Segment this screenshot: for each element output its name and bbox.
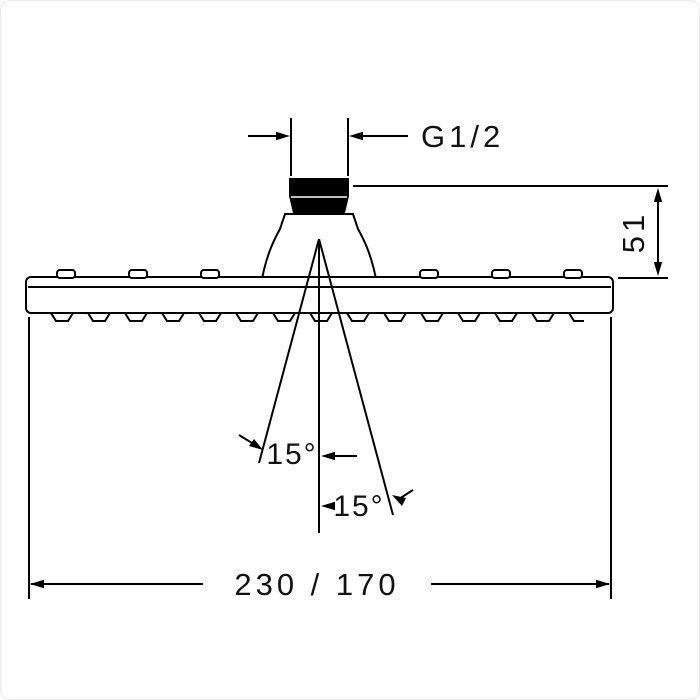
plate-screw <box>419 269 439 279</box>
arrowhead <box>249 439 263 450</box>
plate-screw <box>563 269 583 279</box>
arrowhead <box>653 262 663 276</box>
arrowhead <box>321 451 335 461</box>
arrowhead <box>653 188 663 202</box>
dimension-thread: G1/2 <box>248 118 504 176</box>
dimension-width: 230 / 170 <box>28 317 612 602</box>
arrowhead <box>349 131 363 141</box>
angle-annotation-left: 15° <box>238 434 357 471</box>
angle-annotation-right: 15° <box>321 489 414 523</box>
arrowhead <box>30 579 44 589</box>
angle-right-label: 15° <box>333 490 384 523</box>
left-spray-line <box>258 238 320 464</box>
arrowhead <box>321 501 335 511</box>
height-label: 51 <box>616 211 651 253</box>
spray-angle-lines <box>258 238 394 533</box>
thread-size-label: G1/2 <box>421 119 504 154</box>
leader-line <box>238 434 253 444</box>
plate-screw <box>128 269 148 279</box>
plate-screw <box>200 269 220 279</box>
angle-left-label: 15° <box>266 438 317 471</box>
thread-connector <box>289 178 349 213</box>
plate-screw <box>56 269 76 279</box>
spray-nozzles <box>47 313 584 323</box>
arrowhead <box>392 495 406 506</box>
arrowhead <box>276 131 290 141</box>
dimension-height: 51 <box>353 185 668 279</box>
arrowhead <box>596 579 610 589</box>
plate-screw <box>491 269 511 279</box>
width-label: 230 / 170 <box>234 567 399 602</box>
right-spray-line <box>318 238 394 516</box>
